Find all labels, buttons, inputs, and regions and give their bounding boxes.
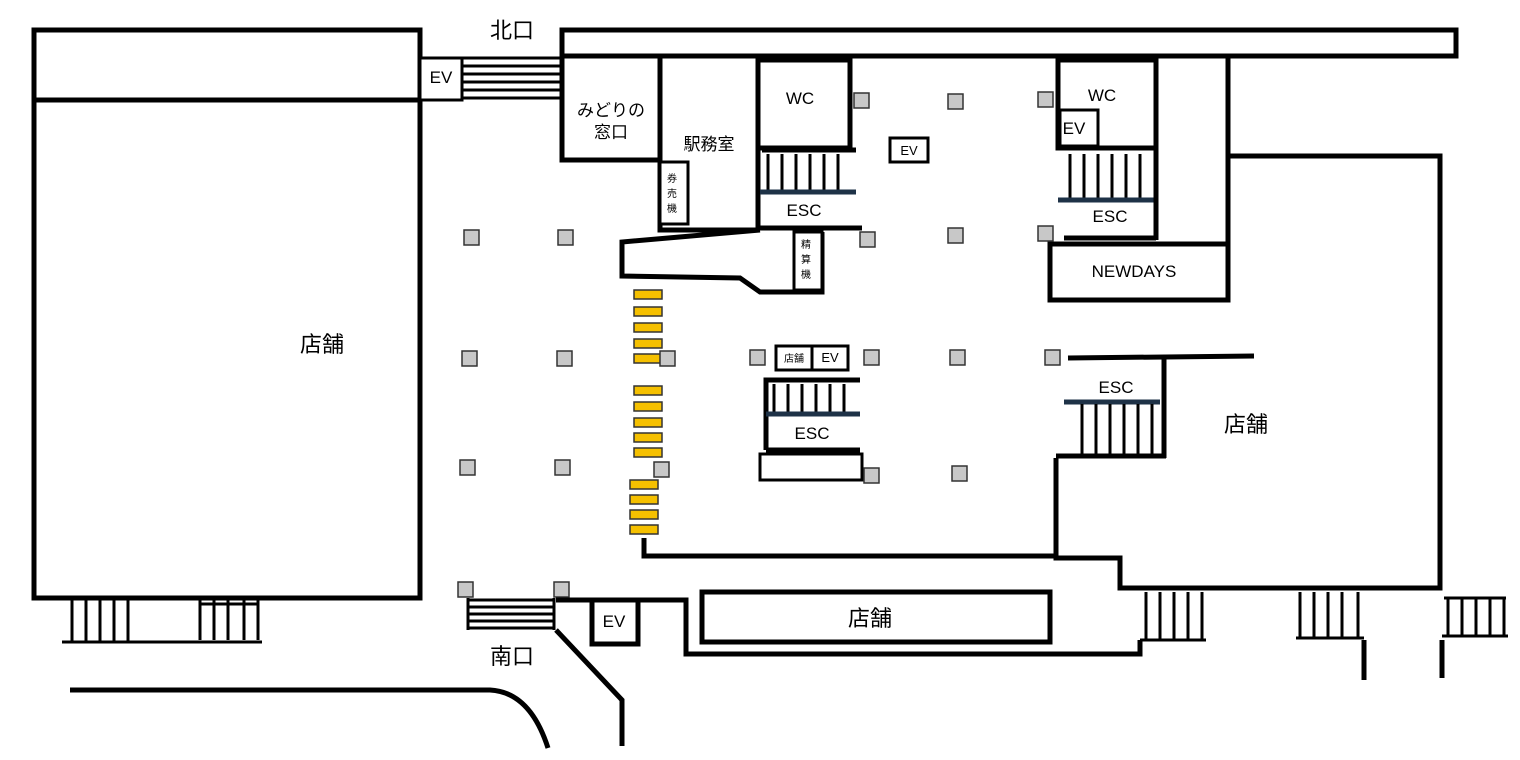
center-shop-small[interactable] <box>774 344 814 372</box>
south-walls <box>70 597 1445 749</box>
fare-adjust-machine[interactable] <box>792 230 824 292</box>
north-exit-label: 北口 <box>490 18 534 43</box>
south-exit-label: 南口 <box>490 644 534 669</box>
concourse-south-wall <box>641 538 1056 559</box>
escalator-north-2[interactable] <box>1058 148 1159 241</box>
shop-label-right: 店舗 <box>1224 412 1268 437</box>
south-stairs[interactable] <box>466 598 556 630</box>
stairs-bottom-right-2[interactable] <box>1296 592 1364 640</box>
escalator-north-1[interactable] <box>760 147 862 231</box>
newdays-shop[interactable] <box>1047 241 1231 303</box>
escalator-center-label: ESC <box>795 424 830 443</box>
north-stairs[interactable] <box>462 56 560 100</box>
pillars <box>457 91 1061 598</box>
wc-2-label: WC <box>1088 86 1116 105</box>
escalator-center[interactable] <box>763 377 860 453</box>
ev-wc-2[interactable] <box>1058 108 1100 148</box>
wc-1[interactable] <box>755 57 853 151</box>
escalator-right[interactable] <box>1056 353 1255 459</box>
station-office-label: 駅務室 <box>684 135 735 154</box>
ticket-machine-char-1: 券 <box>667 172 677 185</box>
midori-label-1: みどりの <box>577 101 645 120</box>
ev-wc-2-label: EV <box>1063 119 1086 138</box>
ev-center[interactable] <box>810 344 850 372</box>
shop-label-left: 店舗 <box>300 332 344 357</box>
stairs-bottom-right-3[interactable] <box>1442 596 1508 638</box>
wc-1-label: WC <box>786 89 814 108</box>
center-shop-small-label: 店舗 <box>784 352 804 365</box>
ev-center-top[interactable] <box>888 136 930 164</box>
fare-adjust-char-3: 機 <box>801 268 811 281</box>
ticket-machine-char-2: 売 <box>667 187 677 200</box>
stairs-bottom-right-1[interactable] <box>1140 592 1206 642</box>
tactile-paving <box>629 289 663 535</box>
center-bench <box>758 452 864 482</box>
north-corridor <box>559 27 1459 59</box>
escalator-north-2-label: ESC <box>1093 207 1128 226</box>
stairs-bottom-left-2[interactable] <box>198 600 260 640</box>
midori-window[interactable] <box>559 53 663 163</box>
ticket-machine[interactable] <box>658 160 690 226</box>
escalator-right-label: ESC <box>1099 378 1134 397</box>
ticket-machine-char-3: 機 <box>667 202 677 215</box>
fare-adjust-char-1: 精 <box>801 238 811 251</box>
midori-label-2: 窓口 <box>594 123 628 142</box>
south-ev-label: EV <box>603 612 626 631</box>
fare-adjust-passage <box>619 227 825 295</box>
ev-center-top-label: EV <box>900 143 918 158</box>
escalator-north-1-label: ESC <box>787 201 822 220</box>
stairs-bottom-left-1[interactable] <box>62 600 262 644</box>
left-shop-block[interactable] <box>31 27 423 601</box>
fare-adjust-char-2: 算 <box>801 253 811 266</box>
ev-center-label: EV <box>821 350 839 365</box>
shop-label-south: 店舗 <box>848 606 892 631</box>
north-ev-label: EV <box>430 68 453 87</box>
north-ev[interactable] <box>418 56 464 102</box>
south-shop[interactable] <box>699 589 1053 645</box>
newdays-label: NEWDAYS <box>1092 262 1177 281</box>
